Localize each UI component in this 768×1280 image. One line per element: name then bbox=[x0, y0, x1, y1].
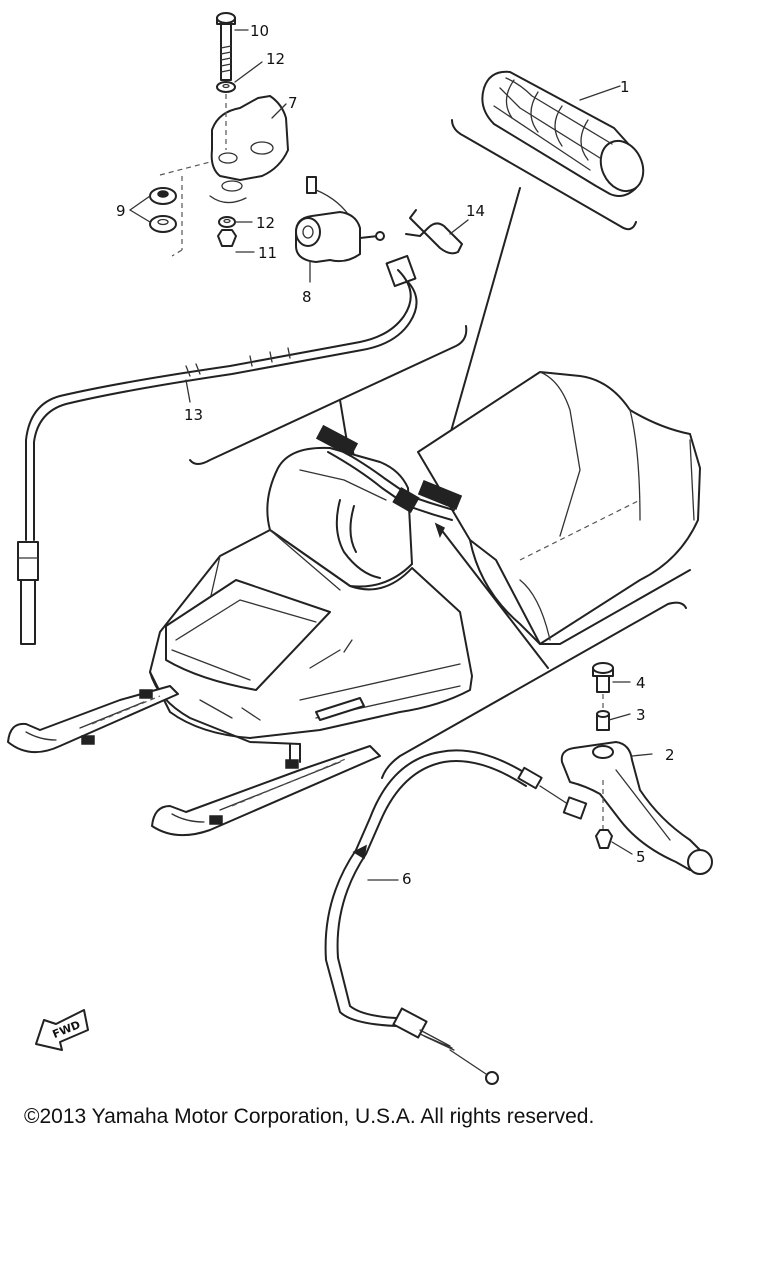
callout-labels: 1 2 3 4 5 6 7 8 9 10 11 12 12 13 14 bbox=[116, 22, 675, 888]
part-4-bolt bbox=[592, 662, 631, 693]
callout-7: 7 bbox=[288, 94, 298, 112]
callout-13: 13 bbox=[184, 406, 203, 424]
callout-10: 10 bbox=[250, 22, 269, 40]
part-7-bracket bbox=[209, 94, 289, 204]
callout-12-lower: 12 bbox=[256, 214, 275, 232]
callout-14: 14 bbox=[466, 202, 485, 220]
lever-inset-frame bbox=[381, 601, 687, 779]
part-14-clip bbox=[405, 209, 469, 255]
part-3-collar bbox=[596, 694, 631, 731]
part-10-bolt bbox=[216, 12, 249, 81]
callout-4: 4 bbox=[636, 674, 646, 692]
throttle-inset-frame bbox=[189, 325, 468, 465]
callout-12-top: 12 bbox=[266, 50, 285, 68]
part-2-lever bbox=[560, 741, 713, 875]
callout-1: 1 bbox=[620, 78, 630, 96]
part-5-nut bbox=[595, 829, 633, 855]
callout-6: 6 bbox=[402, 870, 412, 888]
part-12-washer-lower bbox=[218, 216, 253, 228]
grip-inset-frame bbox=[451, 119, 637, 231]
callout-2: 2 bbox=[665, 746, 675, 764]
callout-9: 9 bbox=[116, 202, 126, 220]
part-9-dampers bbox=[129, 187, 177, 233]
copyright-notice: ©2013 Yamaha Motor Corporation, U.S.A. A… bbox=[24, 1105, 595, 1128]
part-1-grip bbox=[481, 70, 645, 197]
snowmobile-body bbox=[7, 371, 701, 837]
mount-outline bbox=[159, 161, 211, 257]
part-12-washer-top bbox=[216, 61, 263, 93]
fwd-arrow-icon: FWD bbox=[35, 1009, 89, 1051]
callout-5: 5 bbox=[636, 848, 646, 866]
callout-8: 8 bbox=[302, 288, 312, 306]
part-11-nut bbox=[217, 229, 255, 253]
callout-3: 3 bbox=[636, 706, 646, 724]
part-8-throttle-housing bbox=[295, 176, 385, 283]
part-13-throttle-cable bbox=[17, 254, 418, 645]
part-6-brake-cable bbox=[324, 749, 588, 1085]
callout-11: 11 bbox=[258, 244, 277, 262]
